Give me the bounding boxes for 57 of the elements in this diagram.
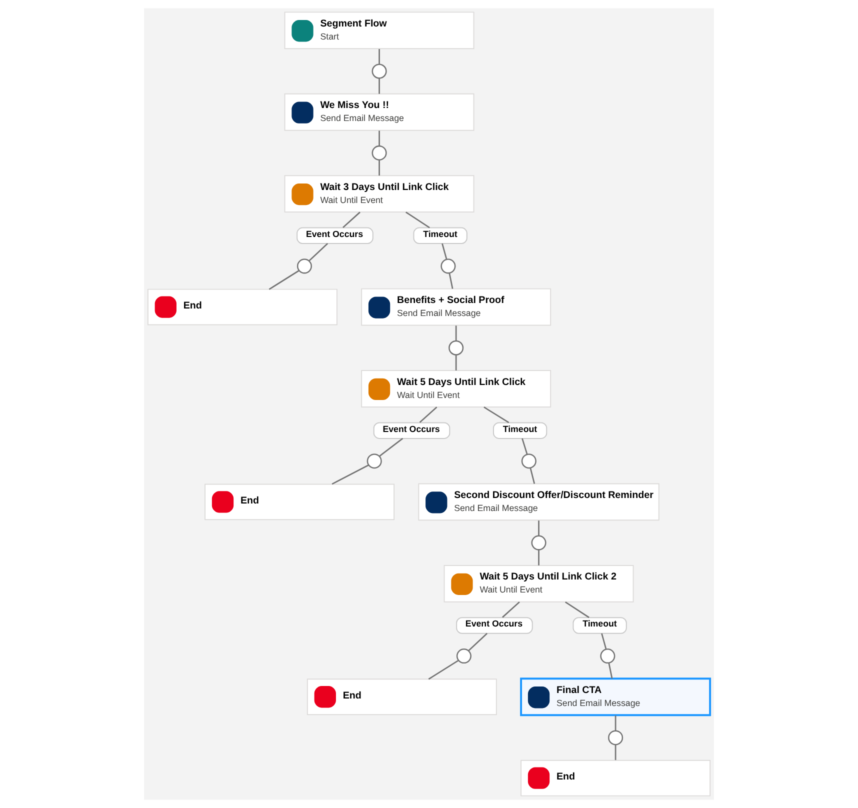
node-box: End bbox=[204, 484, 395, 520]
connector bbox=[601, 633, 607, 650]
node-circle bbox=[531, 535, 546, 550]
connector bbox=[378, 160, 380, 176]
connector bbox=[502, 602, 520, 618]
connector bbox=[530, 468, 536, 484]
node-circle bbox=[366, 454, 382, 469]
connector bbox=[468, 632, 488, 652]
node-box: End bbox=[306, 678, 497, 716]
node-box: Wait 5 Days Until Link Click Wait Until Event bbox=[361, 370, 552, 408]
node-box: Event Occurs bbox=[373, 422, 450, 439]
node-box: Timeout bbox=[572, 617, 627, 634]
connector bbox=[448, 273, 454, 289]
connector bbox=[308, 243, 328, 262]
connector bbox=[419, 406, 438, 423]
connector bbox=[428, 660, 459, 680]
node-box: Wait 3 Days Until Link Click Wait Until Event bbox=[284, 175, 474, 213]
connector bbox=[455, 326, 457, 341]
node-box: Event Occurs bbox=[456, 617, 533, 634]
node-box: Final CTA Send Email Message bbox=[520, 678, 712, 716]
node-box: We Miss You !! Send Email Message bbox=[284, 93, 474, 131]
node-circle bbox=[440, 258, 456, 274]
node-box: Timeout bbox=[413, 227, 468, 244]
node-box: Event Occurs bbox=[296, 227, 374, 244]
connector bbox=[268, 270, 300, 290]
node-box: Timeout bbox=[492, 422, 548, 439]
connector bbox=[608, 662, 613, 679]
node-circle bbox=[296, 258, 312, 274]
connector bbox=[378, 130, 380, 146]
node-box: Benefits + Social Proof Send Email Message bbox=[361, 288, 552, 326]
connector bbox=[564, 601, 590, 618]
node-box: Wait 5 Days Until Link Click 2 Wait Until Event bbox=[444, 564, 634, 602]
connector bbox=[378, 49, 380, 64]
connector bbox=[342, 212, 360, 228]
connector bbox=[406, 212, 430, 228]
connector bbox=[455, 354, 457, 370]
node-circle bbox=[521, 454, 536, 469]
node-box: End bbox=[147, 288, 338, 326]
connector bbox=[378, 78, 380, 94]
node-circle bbox=[372, 145, 387, 160]
node-box: Second Discount Offer/Discount Reminder Send Email Message bbox=[418, 483, 660, 521]
connector bbox=[522, 438, 528, 455]
node-box: Segment Flow Start bbox=[284, 12, 474, 50]
node-circle bbox=[372, 64, 387, 79]
connector bbox=[332, 464, 369, 485]
node-box: End bbox=[520, 760, 711, 796]
node-circle bbox=[448, 340, 464, 356]
node-circle bbox=[608, 730, 624, 746]
node-circle bbox=[456, 648, 472, 664]
connector bbox=[538, 550, 540, 566]
connector bbox=[614, 744, 616, 760]
connector bbox=[379, 438, 404, 457]
connector bbox=[484, 406, 510, 424]
connector bbox=[614, 715, 616, 731]
connector bbox=[442, 243, 448, 260]
connector bbox=[538, 520, 540, 536]
node-circle bbox=[600, 648, 616, 664]
